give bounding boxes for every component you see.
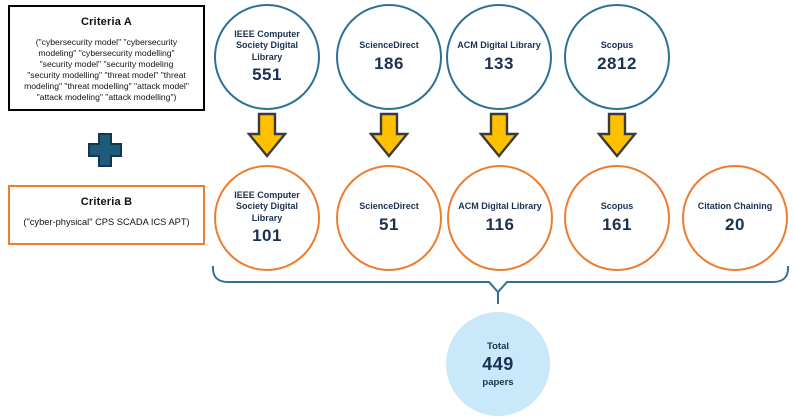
top-circle-ieee: IEEE Computer Society Digital Library 55… [214,4,320,110]
bottom-circle-ieee: IEEE Computer Society Digital Library 10… [214,165,320,271]
source-label: ScienceDirect [359,201,419,212]
source-count: 101 [252,226,282,246]
plus-icon [88,133,122,167]
source-label: Scopus [600,40,634,51]
source-label: ScienceDirect [359,40,419,51]
source-count: 186 [374,53,404,73]
source-count: 551 [252,65,282,85]
source-count: 116 [485,214,515,234]
source-count: 161 [602,214,632,234]
criteria-a-search-terms: ("cybersecurity model" "cybersecurity mo… [24,37,189,102]
down-arrow-icon [479,112,519,158]
source-label: IEEE Computer Society Digital Library [234,28,300,62]
total-papers-label: papers [482,376,514,388]
bottom-circle-citation-chaining: Citation Chaining 20 [682,165,788,271]
source-count: 2812 [597,53,637,73]
source-label: ACM Digital Library [457,40,541,51]
down-arrow-icon [247,112,287,158]
source-label: ACM Digital Library [458,201,542,212]
top-circle-acm: ACM Digital Library 133 [446,4,552,110]
bottom-circle-acm: ACM Digital Library 116 [447,165,553,271]
source-count: 133 [484,53,514,73]
source-count: 51 [379,214,399,234]
total-label: Total [487,340,509,352]
bottom-circle-sciencedirect: ScienceDirect 51 [336,165,442,271]
criteria-a-box: Criteria A ("cybersecurity model" "cyber… [8,5,205,111]
criteria-a-title: Criteria A [80,16,133,28]
criteria-b-title: Criteria B [80,196,133,208]
down-arrow-icon [597,112,637,158]
total-circle: Total 449 papers [446,312,550,416]
source-label: Scopus [600,201,634,212]
source-label: IEEE Computer Society Digital Library [234,189,300,223]
source-label: Citation Chaining [697,201,773,212]
criteria-b-search-terms: ("cyber-physical" CPS SCADA ICS APT) [23,217,190,227]
top-circle-sciencedirect: ScienceDirect 186 [336,4,442,110]
top-circle-scopus: Scopus 2812 [564,4,670,110]
bottom-circle-scopus: Scopus 161 [564,165,670,271]
down-arrow-icon [369,112,409,158]
criteria-b-box: Criteria B ("cyber-physical" CPS SCADA I… [8,185,205,245]
total-count: 449 [482,353,514,374]
source-count: 20 [725,214,745,234]
